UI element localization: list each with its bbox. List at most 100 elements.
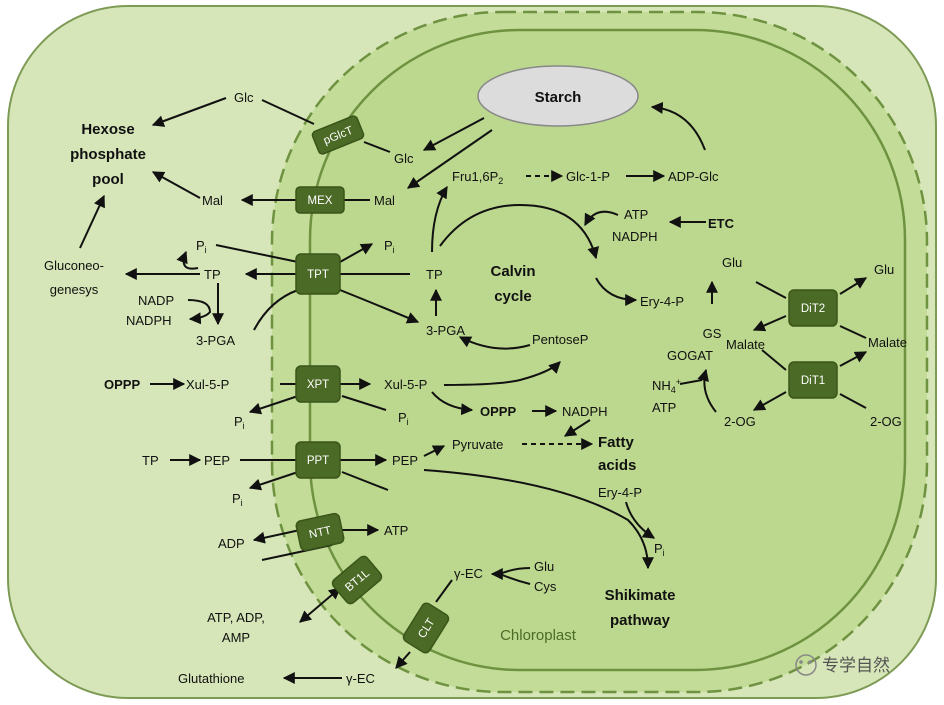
arrow [839,277,868,295]
arrow [839,325,867,339]
arrow [755,281,787,299]
transporter-label: TPT [307,269,329,281]
arrow [339,243,374,263]
arrow [341,395,387,411]
metabolite-malate: Malate [726,337,765,352]
cofactor-atp: ATP [652,400,676,415]
hexose-pool-line2: phosphate [70,146,146,163]
metabolite-3pga: 3-PGA [426,323,465,338]
transporter-label: DiT1 [801,375,825,387]
arrow [215,244,299,263]
transporter-dit2: DiT2 [788,289,838,327]
metabolite-glc: Glc [234,90,254,105]
calvin-cycle-line1: Calvin [490,263,535,280]
metabolite-pentosep: PentoseP [532,332,588,347]
cofactor-atp: ATP [624,207,648,222]
cofactor-adp: ADP [218,536,245,551]
calvin-cycle-line2: cycle [494,288,532,305]
transporter-label: DiT2 [801,303,825,315]
metabolite-gamma-ec: γ-EC [346,671,375,686]
metabolite-pi: Pi [384,238,395,255]
right-cytosol-labels: Glu Malate 2-OG [868,262,907,429]
metabolite-pi: Pi [232,491,243,508]
etc-label: ETC [708,216,735,231]
arrow [839,351,868,367]
metabolite-ery4p: Ery-4-P [598,485,642,500]
arrow [752,391,787,411]
transporter-pglct: pGlcT [311,115,365,155]
metabolite-glu: Glu [874,262,894,277]
metabolite-pi: Pi [398,410,409,427]
arrow [253,289,299,331]
metabolite-tp: TP [142,453,159,468]
gogat-label: GOGAT [667,348,713,363]
chloroplast-label: Chloroplast [500,627,577,644]
arrow [439,203,600,260]
arrow [363,141,391,153]
transporter-ppt: PPT [295,441,341,479]
cofactor-nadph: NADPH [126,313,172,328]
arrow [248,471,299,491]
arrow [679,379,703,385]
cofactor-nadp: NADP [138,293,174,308]
metabolite-tp: TP [426,267,443,282]
pathway-oppp: OPPP [480,404,516,419]
metabolite-pyruvate: Pyruvate [452,437,503,452]
arrow [584,210,619,227]
starch-label: Starch [535,89,582,106]
transporter-label: NTT [308,525,332,541]
arrow [423,469,654,570]
watermark-text: 专学自然 [822,656,890,676]
arrow [407,129,493,189]
nucleotides-line1: ATP, ADP, [207,610,265,625]
cofactor-nadph: NADPH [562,404,608,419]
pathway-oppp: OPPP [104,377,140,392]
transporter-dit1: DiT1 [788,361,838,399]
metabolite-ery4p: Ery-4-P [640,294,684,309]
watermark-icon [795,654,817,676]
metabolite-gamma-ec: γ-EC [454,566,483,581]
transporter-xpt: XPT [295,365,341,403]
metabolite-glu: Glu [534,559,554,574]
arrow [248,395,299,415]
transporter-mex: MEX [295,186,345,214]
arrow [423,445,446,457]
arrow [563,419,591,437]
arrow [431,391,474,416]
metabolite-glc: Glc [394,151,414,166]
transporter-label: PPT [307,455,329,467]
arrow [431,185,448,253]
arrow [341,471,389,491]
metabolite-malate: Malate [868,335,907,350]
cofactor-nadph: NADPH [612,229,658,244]
arrow [443,361,561,386]
arrow [458,336,531,350]
arrow [261,99,315,125]
metabolite-tp: TP [204,267,221,282]
fatty-acids-line2: acids [598,457,636,474]
arrow [435,579,453,603]
arrow [252,529,301,544]
arrow [839,393,867,409]
arrow [625,501,656,539]
metabolite-pep: PEP [392,453,418,468]
metabolite-pi: Pi [234,414,245,431]
arrow [752,315,787,332]
chloroplast-labels: Glc Mal Fru1,6P2 Glc-1-P ADP-Glc ATP NAD… [374,151,765,629]
arrow [422,117,485,151]
gluconeogenesys-line1: Gluconeo- [44,258,104,273]
arrow [761,349,787,371]
hexose-pool-line1: Hexose [81,121,134,138]
arrow [650,101,706,151]
cytosol-labels: Hexose phosphate pool Glc Mal Gluconeo- … [44,90,375,686]
chloroplast-inner-membrane [308,28,907,672]
nucleotides-line2: AMP [222,630,250,645]
metabolite-adp-glc: ADP-Glc [668,169,719,184]
watermark: 专学自然 [795,654,890,676]
arrow [79,194,105,249]
cofactor-atp: ATP [384,523,408,538]
arrow [595,277,638,306]
metabolite-xul5p: Xul-5-P [186,377,229,392]
metabolite-pep: PEP [204,453,230,468]
